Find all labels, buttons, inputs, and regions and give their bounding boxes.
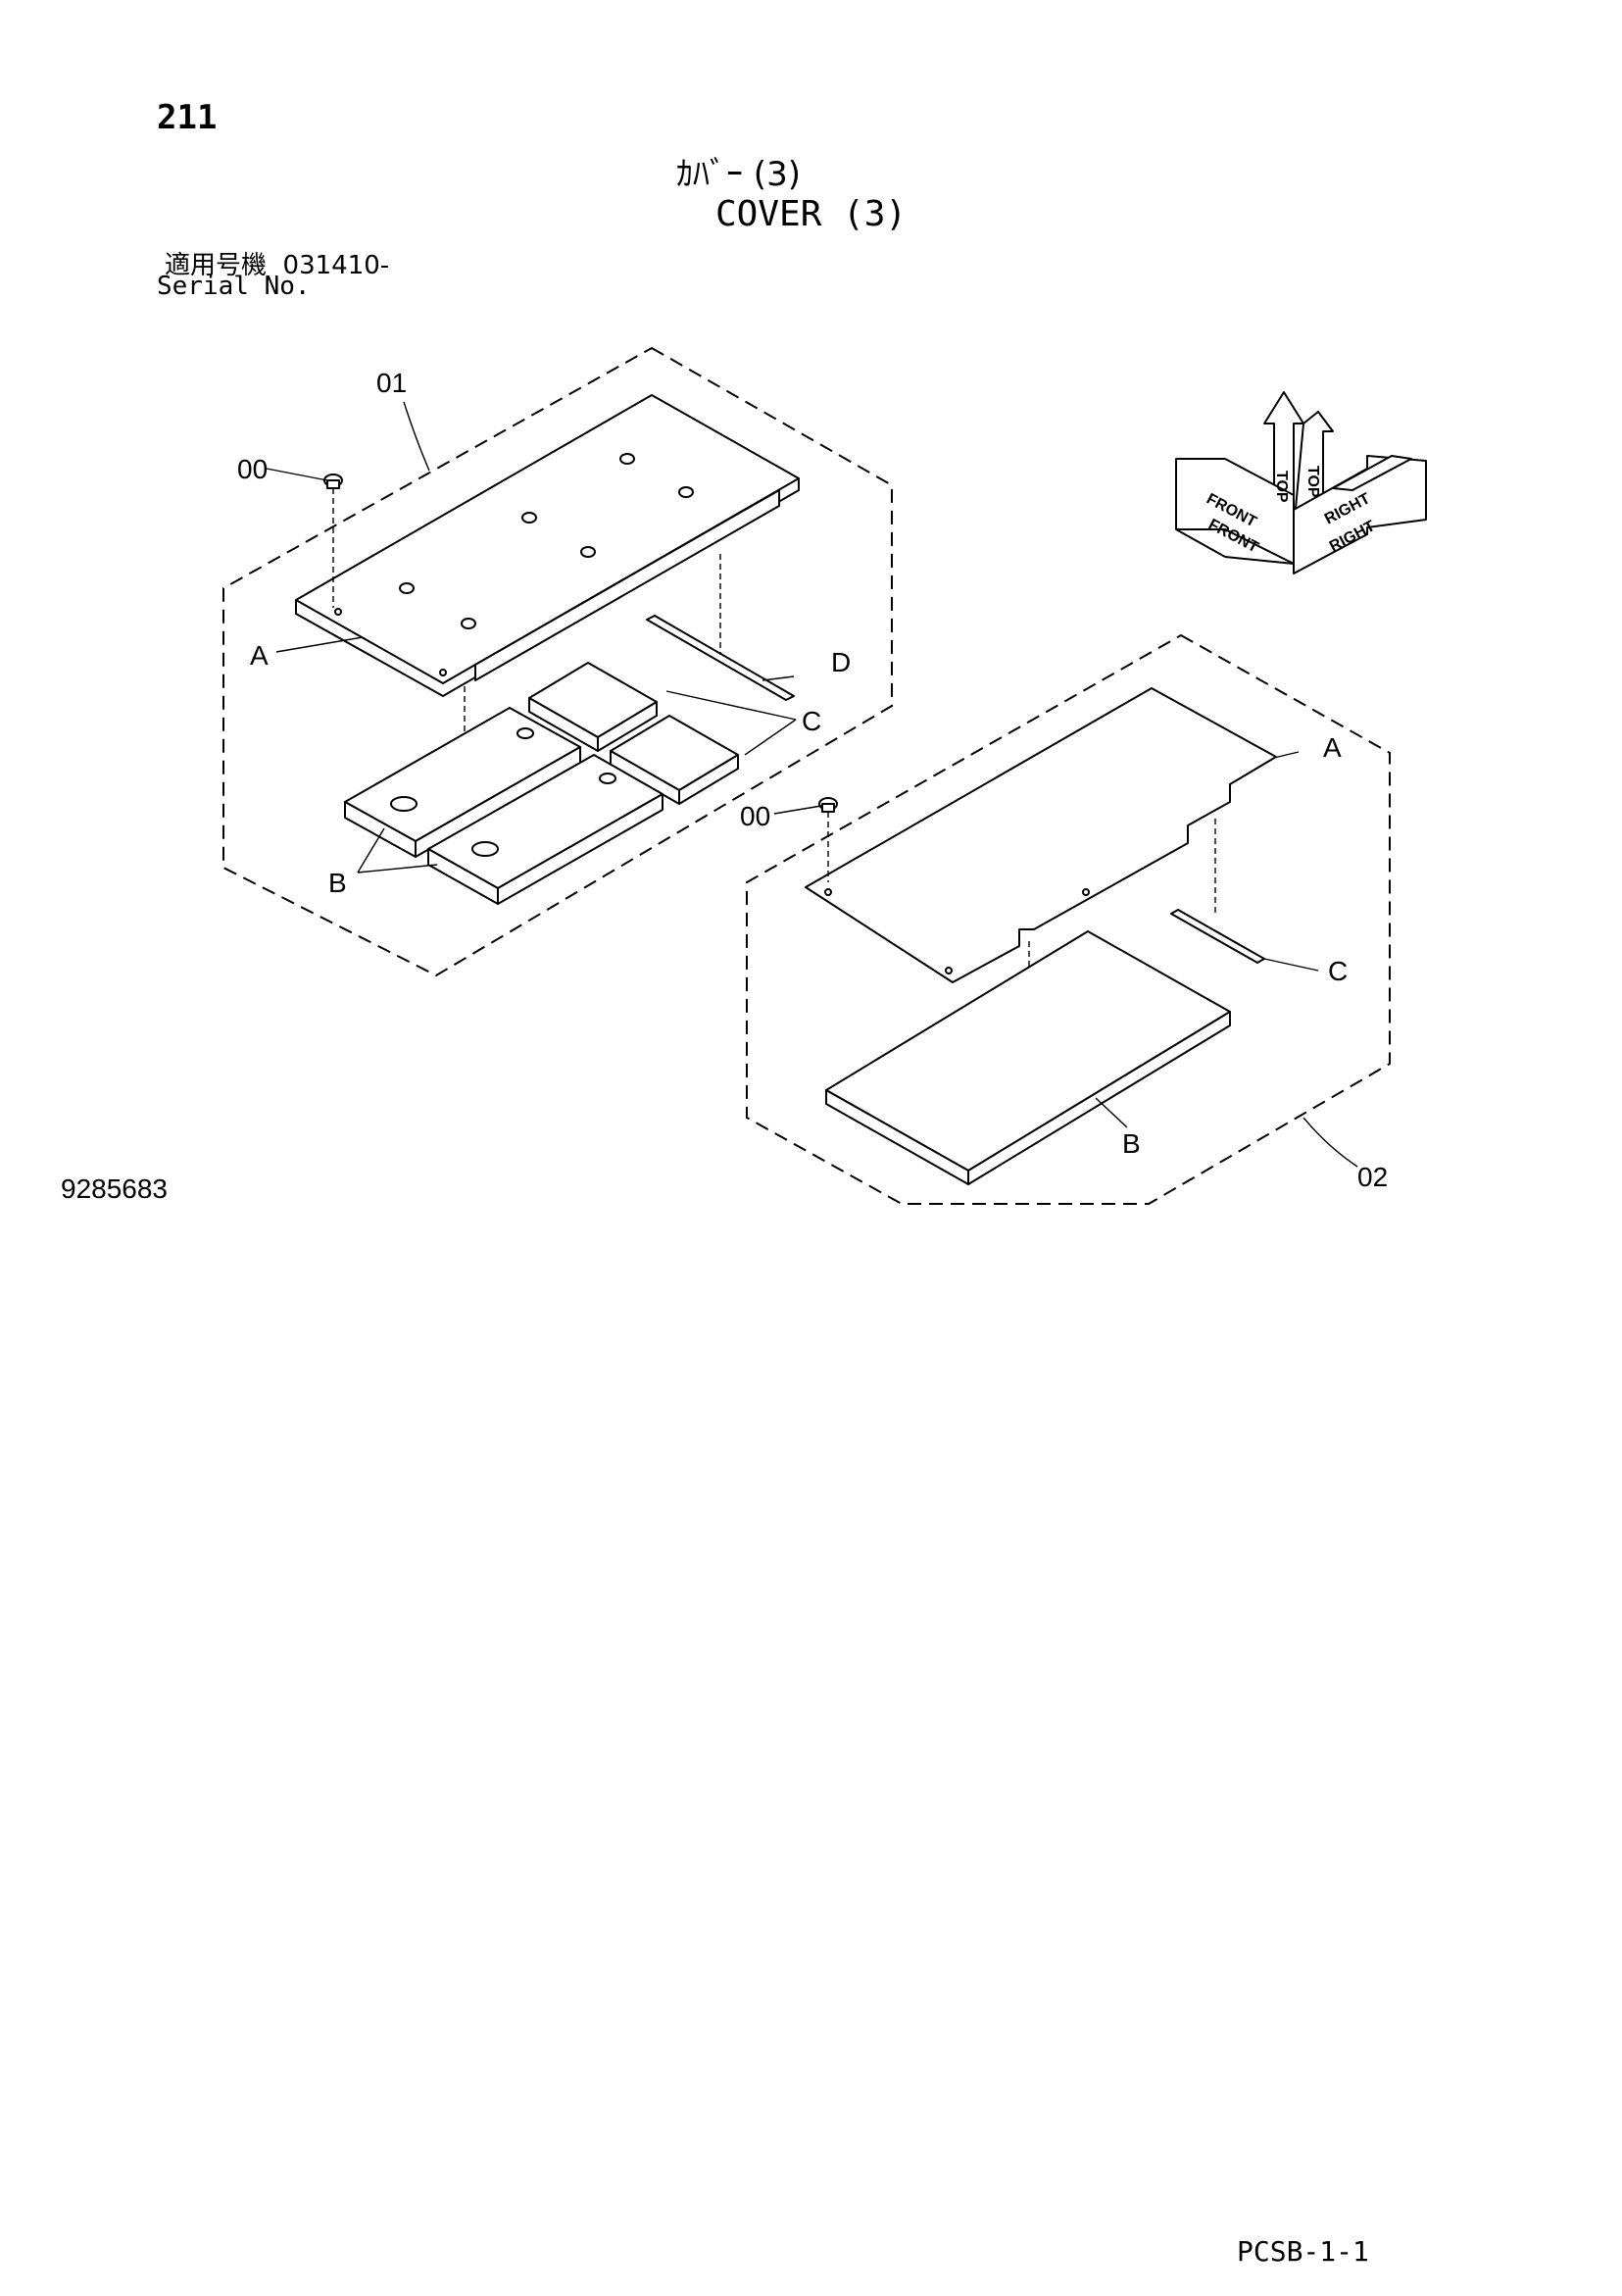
serial-label-jp-text: 適用号機 bbox=[165, 251, 268, 280]
title-japanese: ｶﾊﾞｰ (3) bbox=[676, 155, 801, 194]
compass-top-label: TOP bbox=[1273, 471, 1290, 503]
assembly-01-boundary bbox=[222, 346, 893, 977]
serial-value: 031410- bbox=[282, 251, 390, 280]
label-b-02: B bbox=[1122, 1128, 1141, 1159]
assembly-label-01: 01 bbox=[376, 368, 407, 398]
assembly-01: 00 01 A D C bbox=[222, 346, 893, 977]
assembly-02-boundary bbox=[746, 633, 1391, 1205]
label-d: D bbox=[831, 647, 851, 677]
label-c-02: C bbox=[1328, 956, 1348, 986]
label-a-01: A bbox=[250, 640, 269, 671]
pad-c-1 bbox=[528, 662, 658, 752]
assembly-label-02: 02 bbox=[1357, 1162, 1388, 1192]
title-english: COVER (3) bbox=[715, 194, 908, 234]
bolt-icon-02 bbox=[818, 797, 838, 882]
bolt-label-00-02: 00 bbox=[740, 801, 770, 831]
page-code: PCSB-1-1 bbox=[1237, 2235, 1369, 2268]
spacer-b-1 bbox=[344, 707, 581, 858]
drawing-number: 9285683 bbox=[61, 1173, 169, 1204]
serial-label-japanese: 適用号機 031410- bbox=[165, 245, 389, 281]
orientation-compass-icon: FRONT FRONT TOP TOP RIGHT RIGHT bbox=[1175, 391, 1427, 574]
label-a-02: A bbox=[1323, 732, 1342, 763]
page-number: 211 bbox=[157, 98, 218, 137]
label-c-01: C bbox=[802, 706, 821, 736]
label-b-01: B bbox=[328, 868, 347, 898]
strip-d bbox=[646, 615, 795, 701]
spacer-b-2 bbox=[427, 754, 664, 905]
cover-plate-a-02 bbox=[805, 687, 1277, 983]
pad-b-02 bbox=[825, 930, 1231, 1185]
cover-plate-holes bbox=[334, 453, 694, 676]
strip-c-02 bbox=[1170, 909, 1265, 964]
serial-label-english: Serial No. bbox=[157, 272, 311, 301]
assembly-02: 00 A C B 02 bbox=[740, 633, 1391, 1205]
bolt-icon bbox=[323, 474, 343, 608]
bolt-label-00: 00 bbox=[237, 454, 268, 484]
compass-top-label-2: TOP bbox=[1304, 466, 1321, 498]
pad-c-2 bbox=[610, 715, 739, 805]
